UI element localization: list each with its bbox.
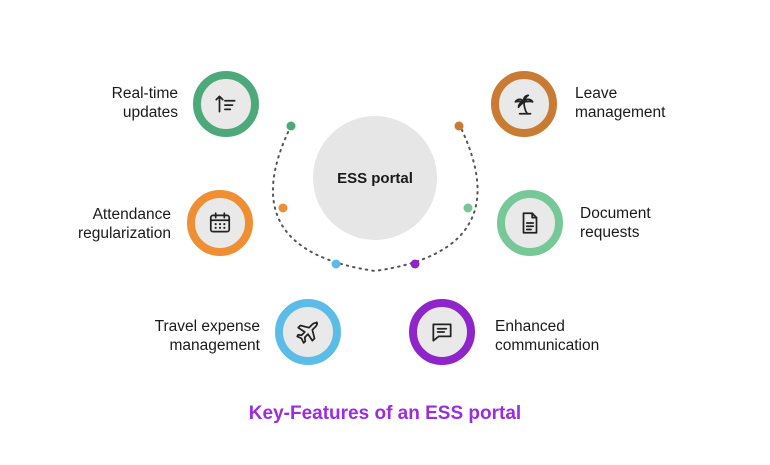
- document-icon: [522, 212, 538, 234]
- feature-travel-node: [275, 299, 341, 365]
- diagram-caption: Key-Features of an ESS portal: [248, 403, 522, 424]
- feature-communication-node: [409, 299, 475, 365]
- feature-leave-node: [491, 71, 557, 137]
- connector-dot-document: [463, 203, 473, 213]
- feature-attendance-node: [187, 190, 253, 256]
- center-label: ESS portal: [337, 169, 413, 187]
- calendar-icon: [209, 212, 231, 233]
- airplane-icon: [296, 321, 318, 344]
- feature-document-node: [497, 190, 563, 256]
- connector-dot-leave: [454, 121, 464, 131]
- sort-arrow-icon: [215, 95, 236, 113]
- palm-tree-icon: [514, 94, 534, 115]
- center-node: ESS portal: [313, 116, 437, 240]
- connector-dot-travel: [331, 259, 341, 269]
- connector-dot-communication: [410, 259, 420, 269]
- connector-dot-realtime: [286, 121, 296, 131]
- feature-realtime-node: [193, 71, 259, 137]
- connector-dot-attendance: [278, 203, 288, 213]
- chat-icon: [432, 323, 452, 342]
